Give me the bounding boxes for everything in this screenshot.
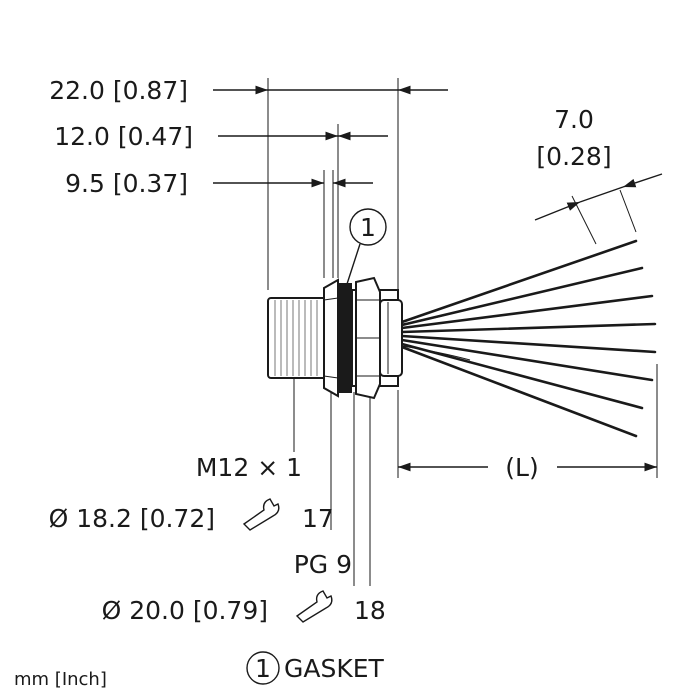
pg9-label: PG 9 — [294, 550, 352, 579]
units-label: mm [Inch] — [14, 669, 107, 690]
callout-balloon-icon — [349, 208, 387, 246]
hex-nut-17 — [323, 278, 339, 398]
legend-balloon-number: 1 — [255, 654, 271, 683]
dim-L-label: (L) — [505, 453, 538, 482]
callout-leader — [346, 243, 361, 285]
wire-6 — [400, 338, 654, 382]
wire-5 — [400, 334, 657, 354]
dim-7-inch-label: [0.28] — [536, 142, 611, 171]
gasket — [338, 283, 352, 393]
wire-bundle — [400, 239, 657, 438]
wire-7 — [400, 342, 644, 410]
wire-1 — [400, 239, 638, 324]
wire-shade-2 — [401, 345, 471, 361]
dim-12-label: 12.0 [0.47] — [54, 122, 193, 151]
wire-3 — [400, 294, 654, 330]
wire-4 — [400, 322, 657, 334]
diameter-2-label: Ø 20.0 [0.79] — [102, 596, 268, 625]
callout-balloon-number: 1 — [360, 213, 376, 242]
dim-22-label: 22.0 [0.87] — [49, 76, 188, 105]
wire-2 — [400, 266, 644, 327]
thread-label: M12 × 1 — [196, 453, 302, 482]
cable-outlet — [379, 299, 403, 377]
wrench-icon — [295, 590, 333, 623]
wrench-icon — [242, 498, 280, 531]
dim-line-7 — [579, 186, 624, 203]
dim-95-label: 9.5 [0.37] — [65, 169, 188, 198]
connector-body — [267, 276, 403, 400]
wrench-17-label: 17 — [302, 504, 334, 533]
dim-arrow-7-right — [622, 173, 663, 188]
diameter-1-label: Ø 18.2 [0.72] — [49, 504, 215, 533]
extension-line-7-b — [619, 189, 637, 233]
dim-7-label: 7.0 — [554, 105, 594, 134]
dim-arrow-7-left — [534, 201, 581, 221]
legend-gasket-label: GASKET — [284, 654, 385, 683]
wire-shade-1 — [401, 307, 471, 325]
legend-balloon-icon — [246, 651, 280, 685]
wrench-18-label: 18 — [354, 596, 386, 625]
wire-8 — [400, 345, 638, 438]
